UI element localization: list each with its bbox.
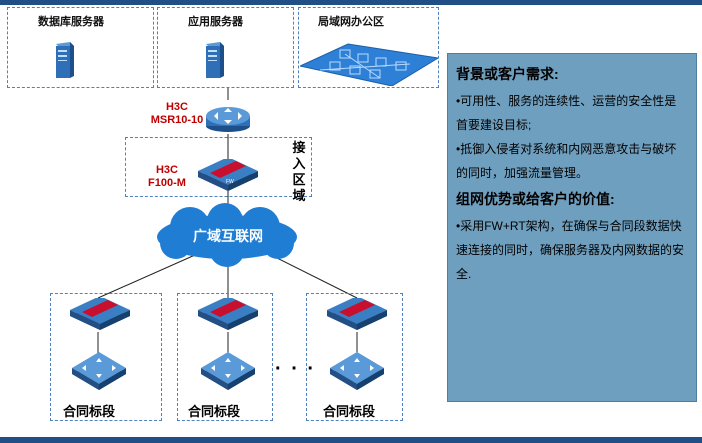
router-label: H3C MSR10-10	[132, 101, 222, 127]
panel-heading-needs: 背景或客户需求:	[456, 66, 559, 82]
svg-text:FW: FW	[226, 179, 234, 185]
router-icon	[206, 107, 250, 132]
panel-item: •可用性、服务的连续性、运营的安全性是首要建设目标;	[456, 94, 677, 132]
bottom-border-bar	[0, 437, 702, 443]
panel-item: •采用FW+RT架构，在确保与合同段数据快速连接的同时，确保服务器及内网数据的安…	[456, 219, 685, 281]
branch-firewall-icon	[198, 298, 258, 330]
lan-office-zone	[298, 7, 439, 88]
cloud-icon	[157, 203, 297, 267]
branch-firewall-icon	[70, 298, 130, 330]
top-border-bar	[0, 0, 702, 5]
lan-office-icon	[300, 43, 438, 86]
firewall-brand: H3C	[155, 164, 178, 176]
app-server-zone	[157, 7, 294, 88]
lan-office-label: 局域网办公区	[318, 16, 384, 28]
branch-firewall-icon	[327, 298, 387, 330]
branch-switch-icon	[330, 352, 384, 390]
app-server-icon	[206, 42, 224, 78]
db-server-icon	[56, 42, 74, 78]
db-server-zone	[7, 7, 154, 88]
branch-zone-1	[50, 293, 162, 421]
branch-switch-icon	[201, 352, 255, 390]
router-brand: H3C	[165, 101, 188, 113]
firewall-icon: FW	[198, 159, 258, 191]
access-zone-label: 接 入 区 域	[292, 140, 306, 203]
branch-zone-2	[177, 293, 273, 421]
cloud-label: 广域互联网	[193, 228, 263, 244]
info-panel: 背景或客户需求: •可用性、服务的连续性、运营的安全性是首要建设目标; •抵御入…	[447, 53, 697, 402]
branch-label-2: 合同标段	[188, 404, 241, 419]
db-server-label: 数据库服务器	[38, 16, 104, 28]
router-model: MSR10-10	[150, 114, 204, 126]
firewall-model: F100-M	[148, 177, 186, 189]
access-zone	[125, 137, 312, 197]
branch-label-3: 合同标段	[323, 404, 376, 419]
more-branches-ellipsis: · · ·	[275, 358, 317, 380]
branch-zone-3	[306, 293, 403, 421]
branch-switch-icon	[72, 352, 126, 390]
panel-heading-value: 组网优势或给客户的价值:	[456, 191, 615, 207]
firewall-label: H3C F100-M	[132, 164, 202, 190]
panel-item: •抵御入侵者对系统和内网恶意攻击与破坏的同时，加强流量管理。	[456, 142, 677, 180]
app-server-label: 应用服务器	[188, 16, 243, 28]
branch-label-1: 合同标段	[63, 404, 116, 419]
